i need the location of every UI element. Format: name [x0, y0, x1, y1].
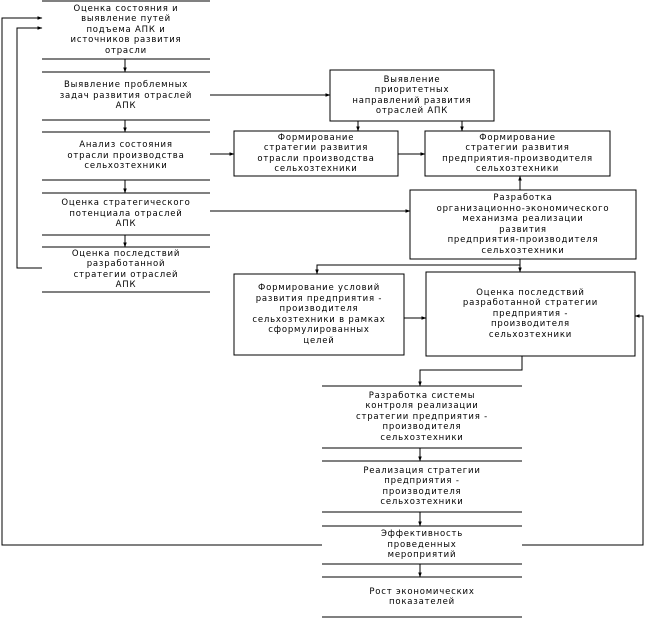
node-ocenka-posledstviy-predpriyatiya: Оценка последствий разработанной стратег…	[462, 287, 599, 340]
node-ocenka-sostoyaniya: Оценка состояния и выявление путей подъе…	[70, 3, 182, 56]
feedback-arrow	[1, 16, 322, 546]
node-formirovanie-strategii-otrasli: Формирование стратегии развития отрасли …	[257, 132, 375, 175]
node-rost-ekonomicheskih-pokazateley: Рост экономических показателей	[369, 586, 475, 608]
node-effektivnost-meropriyatiy: Эффективность проведенных мероприятий	[380, 529, 464, 561]
connector-arrow	[315, 264, 520, 275]
node-ocenka-strategicheskogo-potenciala: Оценка стратегического потенциала отрасл…	[61, 198, 191, 230]
node-vyyavlenie-problemnyh-zadach: Выявление проблемных задач развития отра…	[59, 80, 193, 112]
box-border	[233, 273, 405, 356]
node-formirovanie-usloviy: Формирование условий развития предприяти…	[252, 283, 386, 346]
node-formirovanie-strategii-predpriyatiya: Формирование стратегии развития предприя…	[442, 132, 593, 175]
feedback-arrow	[16, 26, 43, 269]
box-border	[425, 271, 636, 357]
node-realizaciya-strategii: Реализация стратегии предприятия - произ…	[363, 465, 481, 508]
node-analiz-sostoyaniya-otrasli: Анализ состояния отрасли производства се…	[67, 140, 185, 172]
feedback-arrow	[522, 314, 644, 546]
node-razrabotka-sistemy-kontrolya: Разработка системы контроля реализации с…	[355, 390, 489, 443]
box-border	[409, 189, 637, 260]
node-razrabotka-mehanizma: Разработка организационно-экономического…	[436, 193, 610, 256]
node-ocenka-posledstviy-apk: Оценка последствий разработанной стратег…	[71, 248, 181, 291]
node-vyyavlenie-prioritetnyh-napravleniy: Выявление приоритетных направлений разви…	[352, 74, 472, 117]
connector-arrow	[418, 356, 523, 387]
